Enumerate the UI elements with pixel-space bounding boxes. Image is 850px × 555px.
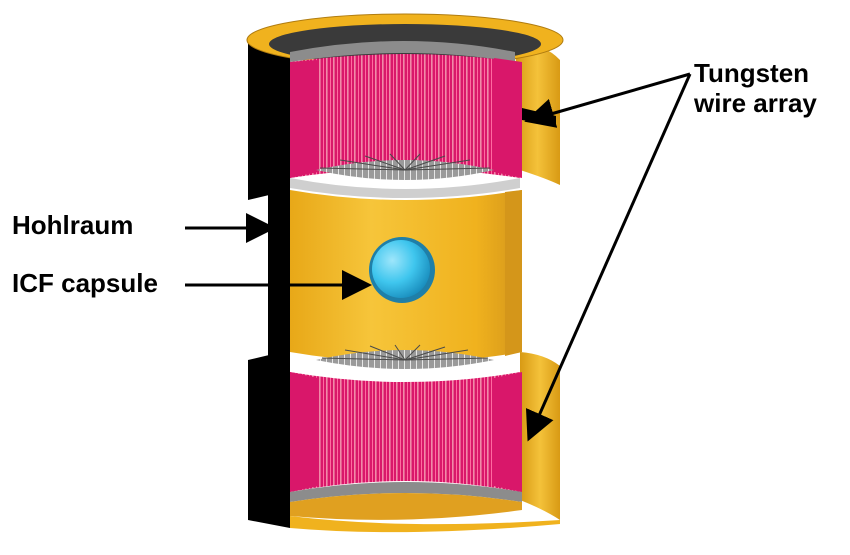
tungsten-label-line2: wire array — [694, 88, 817, 118]
upper-wire-array-section — [246, 13, 564, 200]
hohlraum-label: Hohlraum — [12, 210, 134, 240]
tungsten-arrow-upper — [524, 72, 691, 128]
tungsten-wire-array-label: Tungsten wire array — [694, 58, 817, 118]
tungsten-label-line1: Tungsten — [694, 58, 810, 88]
lower-wire-array-section — [248, 344, 560, 533]
icf-capsule — [369, 237, 435, 303]
annotation-arrows — [185, 72, 692, 442]
tungsten-arrow-lower — [525, 73, 692, 442]
icf-capsule-label: ICF capsule — [12, 268, 158, 298]
